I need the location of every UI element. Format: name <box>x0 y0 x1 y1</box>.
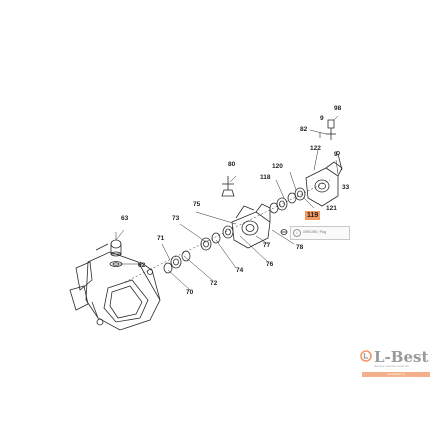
part-label-78: 78 <box>296 244 304 251</box>
screw-9 <box>336 151 343 171</box>
part-tooltip-text: 00961050 | Plug <box>303 230 327 234</box>
part-label-76: 76 <box>266 261 274 268</box>
part-label-82: 82 <box>300 126 308 133</box>
info-icon: i <box>293 229 301 237</box>
logo-url-bar: www.lbest.ru <box>362 372 430 377</box>
part-label-120: 120 <box>272 163 283 170</box>
logo-url: www.lbest.ru <box>387 372 405 376</box>
part-label-121: 121 <box>326 205 337 212</box>
logo-brand: L-Best <box>374 348 429 366</box>
part-label-9b: 9 <box>334 151 338 158</box>
part-label-122: 122 <box>310 145 321 152</box>
lbest-mark-icon <box>360 350 372 362</box>
part-label-71: 71 <box>157 235 165 242</box>
part-label-72: 72 <box>210 280 218 287</box>
part-label-62: 62 <box>138 262 146 269</box>
logo-tagline: Интернет-магазин запчастей <box>374 365 409 368</box>
upper-housing-33 <box>305 161 343 207</box>
part-label-9: 9 <box>320 115 324 122</box>
bolt-98 <box>319 119 336 140</box>
gearbox-housing <box>69 243 161 331</box>
part-label-119[interactable]: 119 <box>305 211 321 220</box>
part-label-74: 74 <box>236 267 244 274</box>
part-label-80: 80 <box>228 161 236 168</box>
part-tooltip: i 00961050 | Plug <box>290 226 350 240</box>
part-label-70: 70 <box>186 289 194 296</box>
fitting-80 <box>221 176 235 197</box>
part-label-118: 118 <box>260 174 271 181</box>
gear-housing-77 <box>231 203 271 249</box>
part-label-73: 73 <box>172 215 180 222</box>
plug-119 <box>280 229 288 235</box>
shaft-bearings <box>163 225 234 274</box>
lbest-logo[interactable]: L-Best Интернет-магазин запчастей www.lb… <box>360 348 432 382</box>
part-label-75: 75 <box>193 201 201 208</box>
part-label-63: 63 <box>121 215 129 222</box>
part-label-33: 33 <box>342 184 350 191</box>
part-label-98: 98 <box>334 105 342 112</box>
part-label-77: 77 <box>263 242 271 249</box>
leader-lines <box>115 115 339 291</box>
upper-gears <box>269 187 306 214</box>
